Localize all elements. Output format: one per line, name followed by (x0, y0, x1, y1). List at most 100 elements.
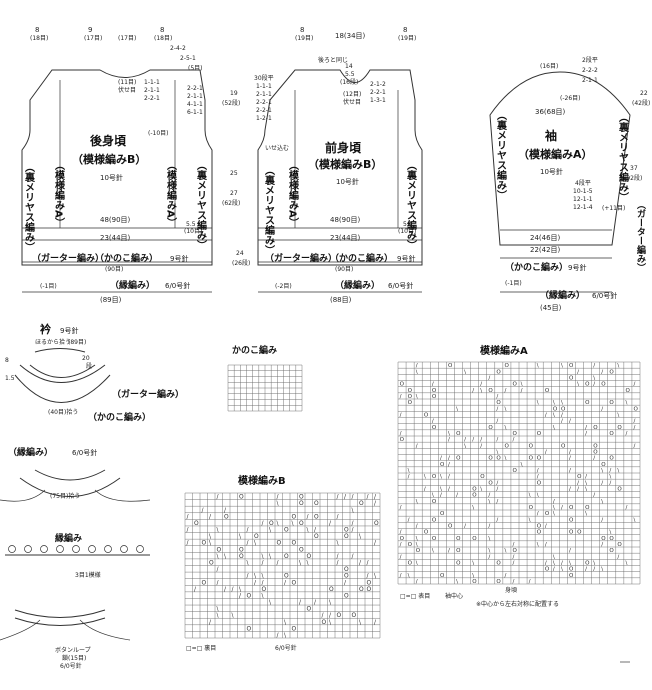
stitch-symbol: \ (480, 487, 482, 493)
back-left-band: （裏メリヤス編み） (23, 162, 36, 252)
stitch-symbol: \ (472, 573, 474, 579)
edge-title: （縁編み） (8, 446, 53, 458)
stitch-symbol: / (314, 527, 316, 534)
back-height-4: 27 (230, 190, 238, 197)
stitch-symbol: / (277, 632, 279, 639)
edge-subtitle: 縁編み (55, 532, 82, 544)
picot-loop (24, 545, 32, 553)
picot-loop (8, 545, 16, 553)
stitch-symbol: / (585, 567, 587, 573)
collar-lower-arc (14, 374, 111, 403)
stitch-symbol: \ (416, 369, 418, 375)
back-ribbing-needle: 6/0号針 (165, 281, 190, 290)
stitch-symbol: / (448, 437, 450, 443)
front-bottom-dim: 23(44目) (330, 234, 361, 242)
sleeve-top-dim-5: 2-1-1 (582, 77, 598, 84)
stitch-symbol: O (529, 505, 534, 511)
stitch-symbol: / (601, 406, 603, 412)
stitch-symbol: \ (601, 567, 603, 573)
stitch-symbol: O (262, 586, 267, 593)
back-neck-2: 伏せ目 (118, 86, 136, 94)
edge-pick-count: (75目)拾う (50, 492, 80, 500)
stitch-symbol: / (416, 524, 418, 530)
sleeve-top-dim-1: (16目) (540, 63, 558, 70)
stitch-symbol: \ (521, 462, 523, 468)
sleeve-needle: 10号針 (540, 167, 563, 176)
stitch-symbol: \ (209, 533, 211, 540)
stitch-symbol: / (247, 573, 249, 580)
collar-side-1: 20 (82, 355, 90, 362)
collar-side-4: 1.5 (5, 375, 15, 382)
stitch-symbol: O (545, 511, 550, 517)
stitch-symbol: \ (601, 499, 603, 505)
stitch-symbol: \ (553, 561, 555, 567)
edge-shoulder-right (94, 489, 151, 502)
pattern-b-legend-a: □=□ 裏目 (186, 644, 216, 652)
stitch-symbol: / (284, 579, 286, 586)
stitch-symbol: O (496, 579, 501, 585)
back-height-1: 19 (230, 90, 238, 97)
stitch-symbol: O (577, 530, 582, 536)
sleeve-side-2: (42段) (632, 99, 650, 107)
stitch-symbol: / (424, 487, 426, 493)
stitch-symbol: / (634, 425, 636, 431)
sleeve-cap-2: 10-1-5 (573, 188, 593, 195)
stitch-symbol: O (292, 540, 297, 547)
stitch-symbol: O (344, 573, 349, 580)
stitch-symbol: \ (504, 456, 506, 462)
stitch-symbol: / (367, 494, 369, 501)
stitch-symbol: / (585, 431, 587, 437)
stitch-symbol: O (456, 561, 461, 567)
stitch-symbol: O (601, 462, 606, 468)
stitch-symbol: O (456, 456, 461, 462)
front-ribbing-needle: 6/0号針 (388, 281, 413, 290)
stitch-symbol: O (472, 487, 477, 493)
front-cast-dim: (90目) (335, 266, 353, 273)
stitch-symbol: \ (553, 511, 555, 517)
edge-button: ボタンループ (55, 646, 91, 654)
back-pattern-right: （模様編みA） (165, 160, 178, 228)
stitch-symbol: \ (585, 487, 587, 493)
stitch-symbol: O (504, 363, 509, 369)
stitch-symbol: \ (217, 606, 219, 613)
stitch-symbol: / (513, 561, 515, 567)
sleeve-garter: （ガーター編み） (635, 200, 647, 272)
stitch-symbol: / (553, 499, 555, 505)
stitch-symbol: \ (269, 553, 271, 560)
stitch-symbol: \ (239, 586, 241, 593)
stitch-symbol: \ (456, 406, 458, 412)
back-height-3: 25 (230, 170, 238, 177)
sleeve-side-1: 22 (640, 90, 648, 97)
stitch-symbol: / (480, 382, 482, 388)
front-ten: (10目) (398, 228, 416, 235)
stitch-symbol: \ (239, 533, 241, 540)
back-shoulder-2: 2-5-1 (180, 55, 196, 62)
stitch-symbol: O (202, 579, 207, 586)
front-neck-dim-3: (16段) (340, 78, 358, 86)
back-top-dim-2: (18目) (30, 35, 48, 42)
stitch-symbol: / (504, 573, 506, 579)
stitch-symbol: O (472, 536, 477, 542)
stitch-symbol: / (314, 599, 316, 606)
stitch-symbol: / (448, 548, 450, 554)
stitch-symbol: O (513, 382, 518, 388)
back-pattern: （模様編みB） (72, 152, 146, 166)
stitch-symbol: \ (424, 474, 426, 480)
front-body-schematic: 8 (19目) 18(34目) 8 (19目) 後ろと同じ 30段平 1-1-1… (254, 26, 423, 304)
stitch-symbol: O (314, 513, 319, 520)
stitch-symbol: \ (262, 573, 264, 580)
stitch-symbol: O (299, 494, 304, 501)
stitch-symbol: O (194, 520, 199, 527)
picot-loop (40, 545, 48, 553)
stitch-symbol: / (400, 542, 402, 548)
stitch-symbol: O (352, 612, 357, 619)
stitch-symbol: \ (504, 548, 506, 554)
stitch-symbol: / (307, 513, 309, 520)
back-ribbing: （縁編み） (110, 279, 155, 291)
stitch-symbol: / (464, 437, 466, 443)
picot-loop (72, 545, 80, 553)
stitch-symbol: \ (521, 382, 523, 388)
back-side-3: 4-1-1 (187, 101, 203, 108)
sleeve-kanoko: （かのこ編み） (505, 261, 568, 273)
stitch-symbol: O (344, 592, 349, 599)
